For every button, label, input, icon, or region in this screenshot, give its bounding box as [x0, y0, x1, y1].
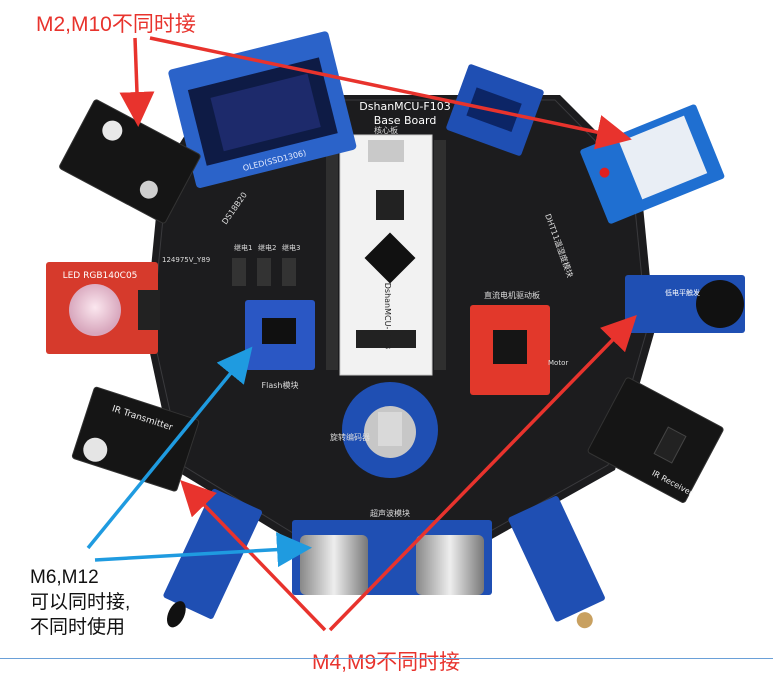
- ir-transmitter-module: IR Transmitter: [71, 386, 200, 492]
- motor-driver-module: 直流电机驱动板 Motor: [470, 290, 568, 395]
- annotation-left-line1: M6,M12: [30, 567, 99, 588]
- board-title: DshanMCU-F103: [359, 100, 450, 113]
- annotation-bottom: M4,M9不同时接: [312, 651, 461, 674]
- motor-label: 直流电机驱动板: [484, 290, 540, 300]
- rotary-encoder: 旋转编码器: [330, 382, 438, 478]
- light-sensor-module: [508, 496, 605, 629]
- annotation-top: M2,M10不同时接: [36, 13, 196, 36]
- ultrasonic-module: 超声波模块: [292, 508, 492, 595]
- encoder-label: 旋转编码器: [330, 432, 370, 442]
- annotation-left-line2: 可以同时接,: [30, 592, 131, 613]
- core-label: 核心板: [374, 125, 398, 135]
- led-rgb-module: LED RGB140C05: [46, 262, 160, 354]
- core-module-text: DshanMCU-F103: [383, 283, 392, 349]
- flash-label: Flash模块: [262, 380, 299, 390]
- dht11-module: [580, 104, 725, 224]
- blue-arrows: [86, 346, 312, 568]
- ir-obstacle-module: [163, 488, 263, 628]
- ultrasonic-label: 超声波模块: [370, 508, 410, 518]
- relay-headers: 继电1 继电2 继电3: [232, 243, 300, 286]
- led-label: LED RGB140C05: [63, 271, 138, 281]
- pins-label: 124975V_Y89: [162, 256, 210, 264]
- flash-module: Flash模块: [245, 300, 315, 390]
- red-arrows: [119, 36, 637, 632]
- buzzer-label: 低电平触发: [665, 288, 700, 297]
- annotation-left-line3: 不同时使用: [30, 617, 126, 638]
- core-module: DshanMCU-F103: [339, 134, 433, 376]
- buzzer-module: 低电平触发: [625, 275, 745, 333]
- board-subtitle: Base Board: [374, 114, 437, 127]
- relay1-label: 继电1: [234, 243, 252, 252]
- relay2-label: 继电2: [258, 243, 276, 252]
- ds18b20-module: [59, 99, 201, 224]
- pin-headers: [326, 140, 446, 370]
- relay3-label: 继电3: [282, 243, 300, 252]
- motor-en-label: Motor: [548, 359, 568, 367]
- divider-line: [0, 658, 773, 659]
